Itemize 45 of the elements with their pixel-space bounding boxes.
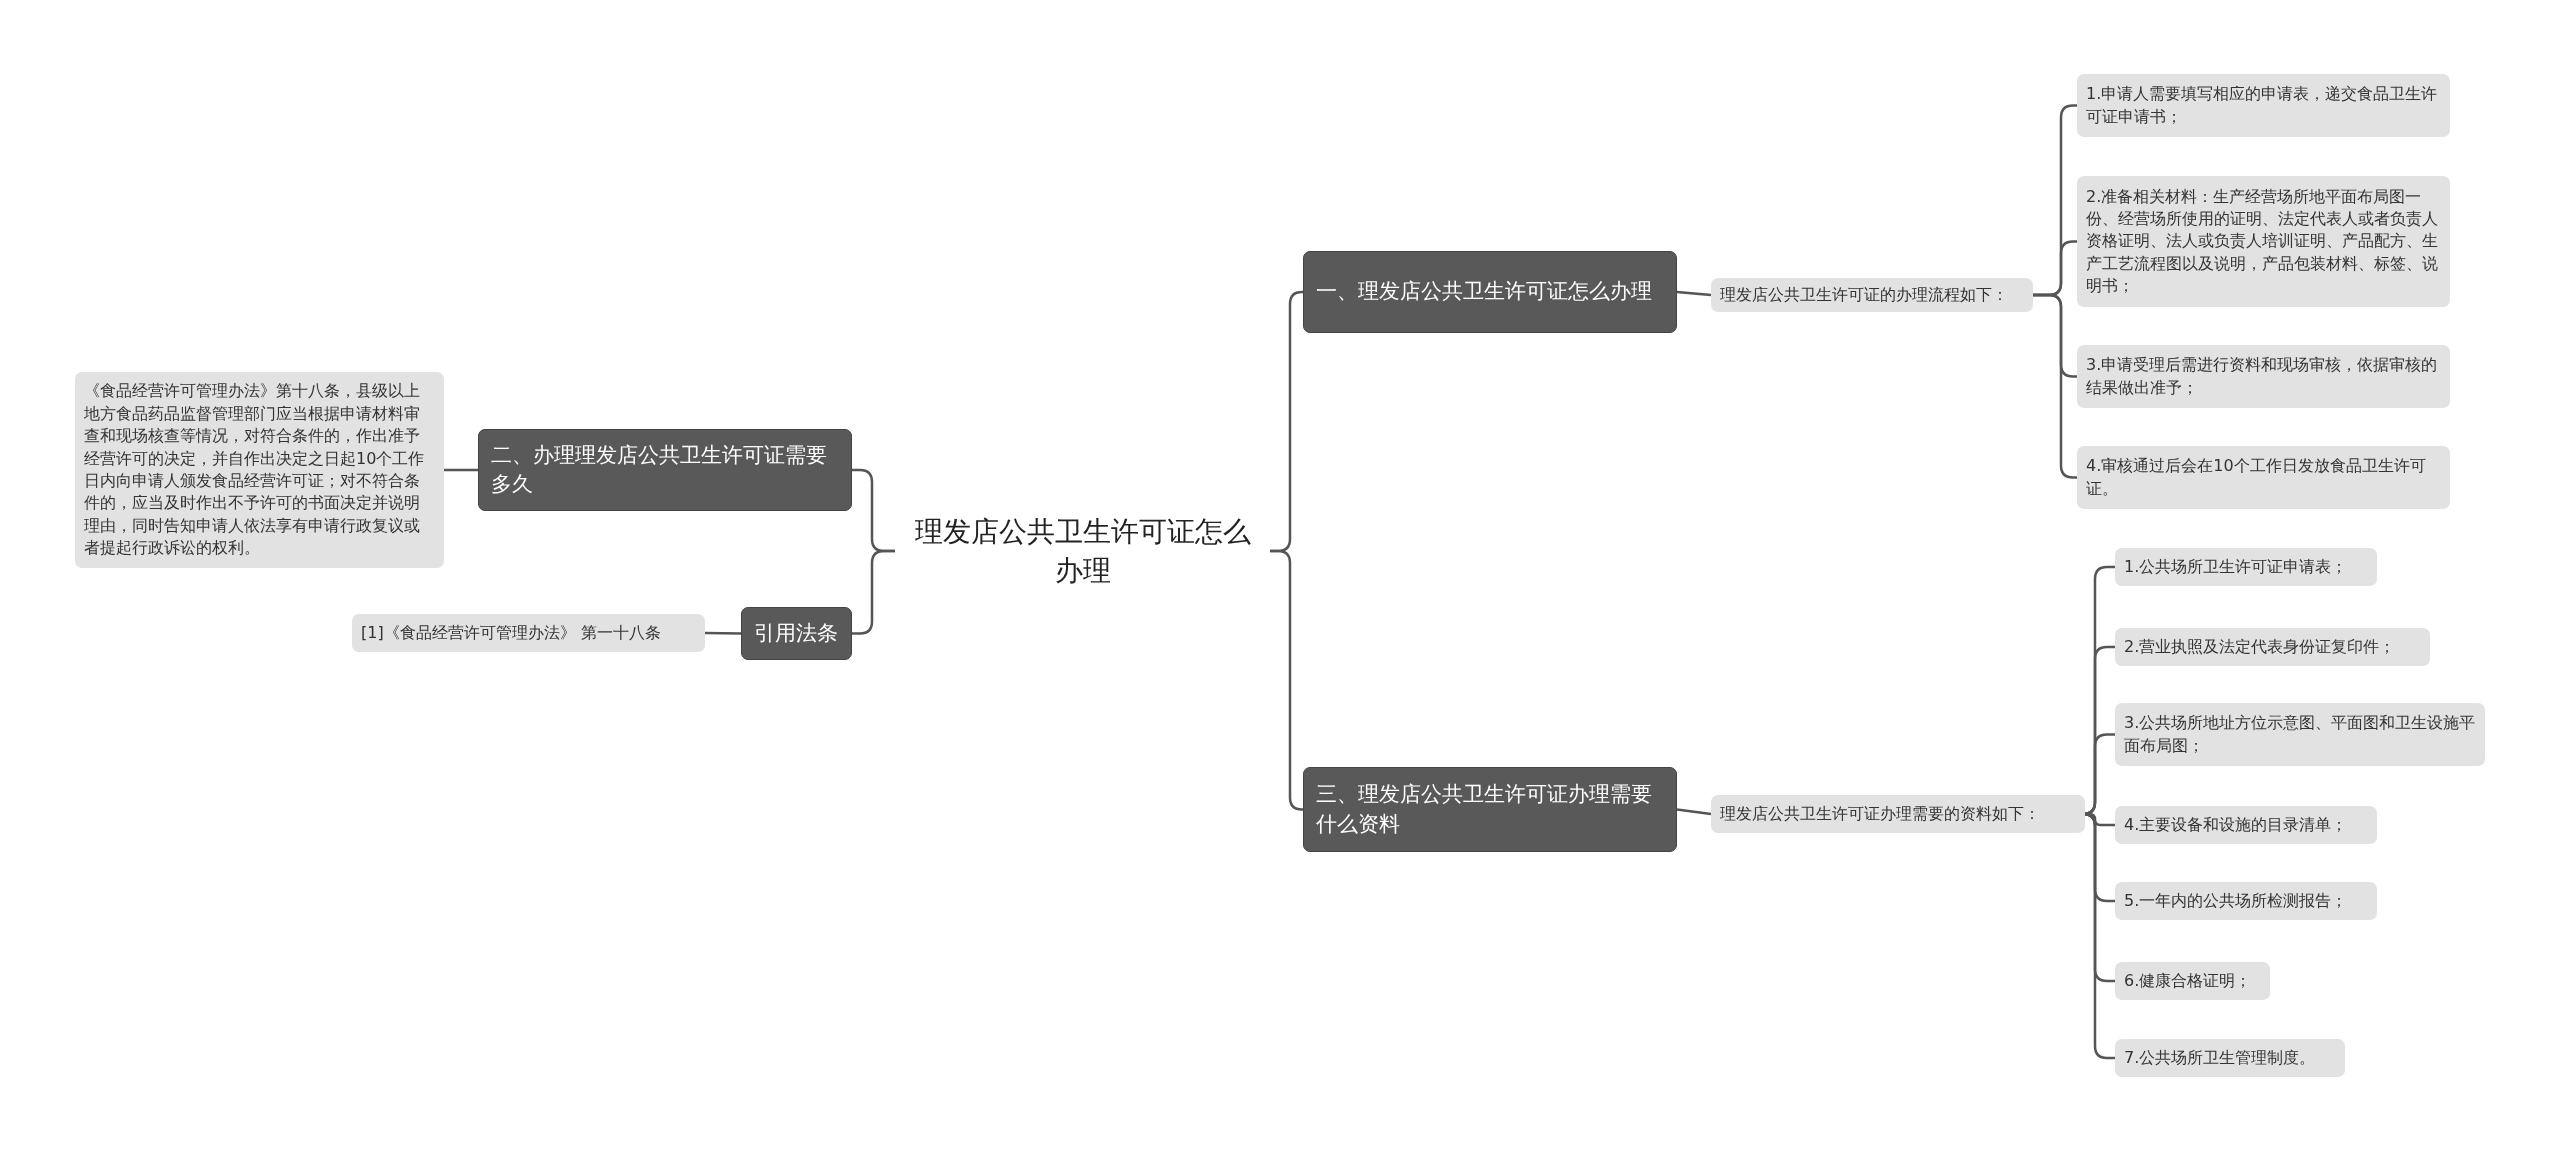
topic-box	[1303, 767, 1677, 852]
subtopic-box	[2077, 176, 2450, 307]
topic-text: 三、理发店公共卫生许可证办理需要什么资料	[1316, 781, 1653, 838]
topic-text: 6.健康合格证明；	[2124, 969, 2252, 992]
topic-text: 引用法条	[754, 619, 838, 647]
topic-text: 2.准备相关材料：生产经营场所地平面布局图一份、经营场所使用的证明、法定代表人或者负责人资格证明、法人或负责人培训证明、产品配方、生产工艺流程图以及说明，产品包装材料、标签、说明书；	[2086, 185, 2439, 298]
subtopic-box	[1711, 795, 2085, 833]
topic-box	[478, 429, 852, 511]
topic-text: 5.一年内的公共场所检测报告；	[2124, 889, 2348, 912]
topic-text: 理发店公共卫生许可证办理需要的资料如下：	[1720, 802, 2040, 825]
connector-line	[1676, 290, 1712, 297]
topic-text: 理发店公共卫生许可证怎么办理	[913, 513, 1252, 589]
topic-text: 一、理发店公共卫生许可证怎么办理	[1316, 278, 1652, 306]
topic-text: 《食品经营许可管理办法》第十八条，县级以上地方食品药品监督管理部门应当根据申请材料审查和现场核查等情况，对符合条件的，作出准予经营许可的决定，并自作出决定之日起10个工作日内向申请人颁发食品经营许可证；对不符合条件的，应当及时作出不予许可的书面决定并说明理由，同时告知申请人依法享有申请行政复议或者提起行政诉讼的权利。	[84, 380, 426, 560]
subtopic-box	[2115, 806, 2377, 844]
subtopic-box	[2115, 962, 2270, 1000]
topic-text: 3.申请受理后需进行资料和现场审核，依据审核的结果做出准予；	[2086, 354, 2439, 399]
subtopic-box	[2077, 345, 2450, 408]
connector-line	[2085, 812, 2115, 827]
topic-text: 理发店公共卫生许可证的办理流程如下：	[1720, 283, 2008, 306]
subtopic-box	[352, 614, 705, 652]
connector-line	[852, 549, 895, 635]
topic-text: 2.营业执照及法定代表身份证复印件；	[2124, 635, 2396, 658]
subtopic-box	[2115, 703, 2485, 766]
subtopic-box	[2077, 446, 2450, 509]
connector-line	[444, 468, 478, 472]
topic-text: 4.审核通过后会在10个工作日发放食品卫生许可证。	[2086, 455, 2427, 500]
subtopic-box	[1711, 278, 2033, 312]
subtopic-box	[2115, 628, 2430, 666]
subtopic-box	[2115, 1039, 2345, 1077]
connector-line	[1676, 808, 1712, 816]
topic-text: 二、办理理发店公共卫生许可证需要多久	[491, 441, 828, 498]
topic-box	[741, 607, 852, 660]
subtopic-box	[2077, 74, 2450, 137]
connector-line	[705, 631, 741, 635]
connector-line	[1270, 549, 1304, 811]
topic-text: 1.公共场所卫生许可证申请表；	[2124, 555, 2348, 578]
topic-text: 3.公共场所地址方位示意图、平面图和卫生设施平面布局图；	[2124, 712, 2476, 757]
topic-box	[1303, 251, 1677, 333]
subtopic-box	[2115, 882, 2377, 920]
topic-text: [1]《食品经营许可管理办法》 第一十八条	[361, 621, 661, 644]
topic-text: 7.公共场所卫生管理制度。	[2124, 1046, 2316, 1069]
topic-text: 1.申请人需要填写相应的申请表，递交食品卫生许可证申请书；	[2086, 83, 2439, 128]
topic-text: 4.主要设备和设施的目录清单；	[2124, 813, 2348, 836]
subtopic-box	[2115, 548, 2377, 586]
